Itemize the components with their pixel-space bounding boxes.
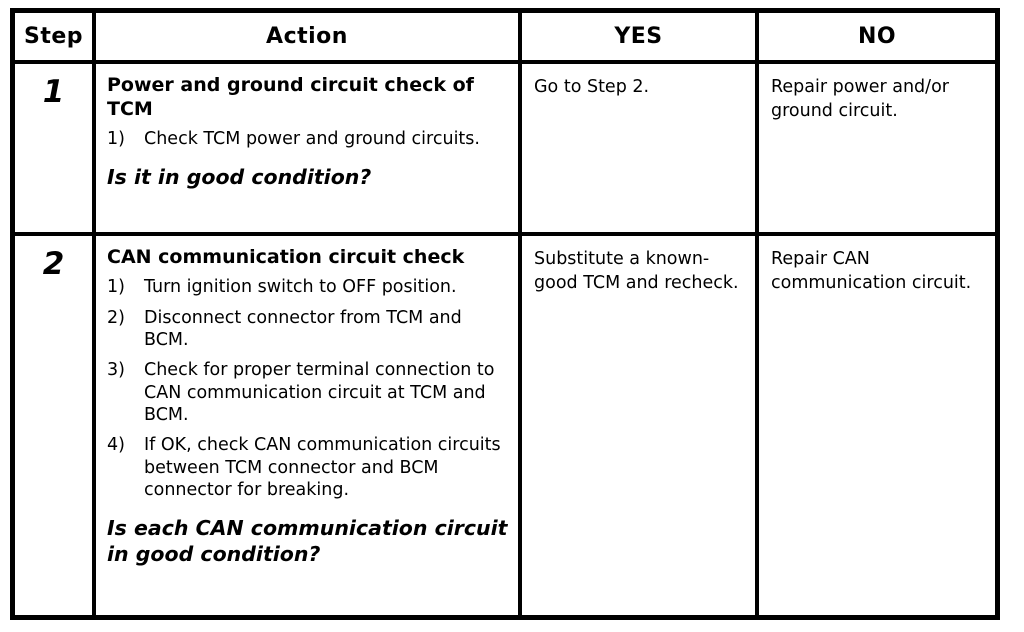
diagnostic-table: Step Action YES NO 1 Power and ground ci…: [10, 8, 1000, 620]
action-step-number: 1): [107, 277, 125, 298]
action-step-number: 4): [107, 435, 125, 456]
action-step-item: 4) If OK, check CAN communication circui…: [107, 434, 510, 501]
action-steps-list: 1) Check TCM power and ground circuits.: [107, 128, 510, 150]
action-step-text: Turn ignition switch to OFF position.: [144, 277, 457, 298]
action-question: Is it in good condition?: [107, 164, 372, 189]
action-title: Power and ground circuit check of TCM: [107, 74, 474, 121]
action-step-number: 2): [107, 307, 125, 328]
action-step-text: If OK, check CAN communication circuits …: [144, 435, 501, 501]
action-step-item: 2) Disconnect connector from TCM and BCM…: [107, 307, 510, 352]
action-step-item: 1) Turn ignition switch to OFF position.: [107, 276, 510, 298]
action-step-text: Check TCM power and ground circuits.: [144, 129, 480, 150]
action-step-text: Check for proper terminal connection to …: [144, 360, 495, 426]
column-header-step: Step: [15, 13, 96, 64]
action-steps-list: 1) Turn ignition switch to OFF position.…: [107, 276, 510, 502]
action-step-item: 3) Check for proper terminal connection …: [107, 359, 510, 426]
no-result: Repair power and/or ground circuit.: [759, 64, 995, 236]
action-cell: CAN communication circuit check 1) Turn …: [96, 236, 522, 615]
action-step-item: 1) Check TCM power and ground circuits.: [107, 128, 510, 150]
action-cell: Power and ground circuit check of TCM 1)…: [96, 64, 522, 236]
step-number: 1: [15, 64, 96, 236]
yes-result: Substitute a known-good TCM and recheck.: [522, 236, 759, 615]
column-header-action: Action: [96, 13, 522, 64]
yes-result: Go to Step 2.: [522, 64, 759, 236]
action-step-text: Disconnect connector from TCM and BCM.: [144, 307, 462, 350]
action-step-number: 3): [107, 360, 125, 381]
action-title: CAN communication circuit check: [107, 246, 465, 268]
step-number: 2: [15, 236, 96, 615]
column-header-yes: YES: [522, 13, 759, 64]
no-result: Repair CAN communication circuit.: [771, 249, 972, 293]
column-header-no: NO: [759, 13, 995, 64]
action-question: Is each CAN communication circuit in goo…: [107, 515, 508, 567]
action-step-number: 1): [107, 129, 125, 150]
